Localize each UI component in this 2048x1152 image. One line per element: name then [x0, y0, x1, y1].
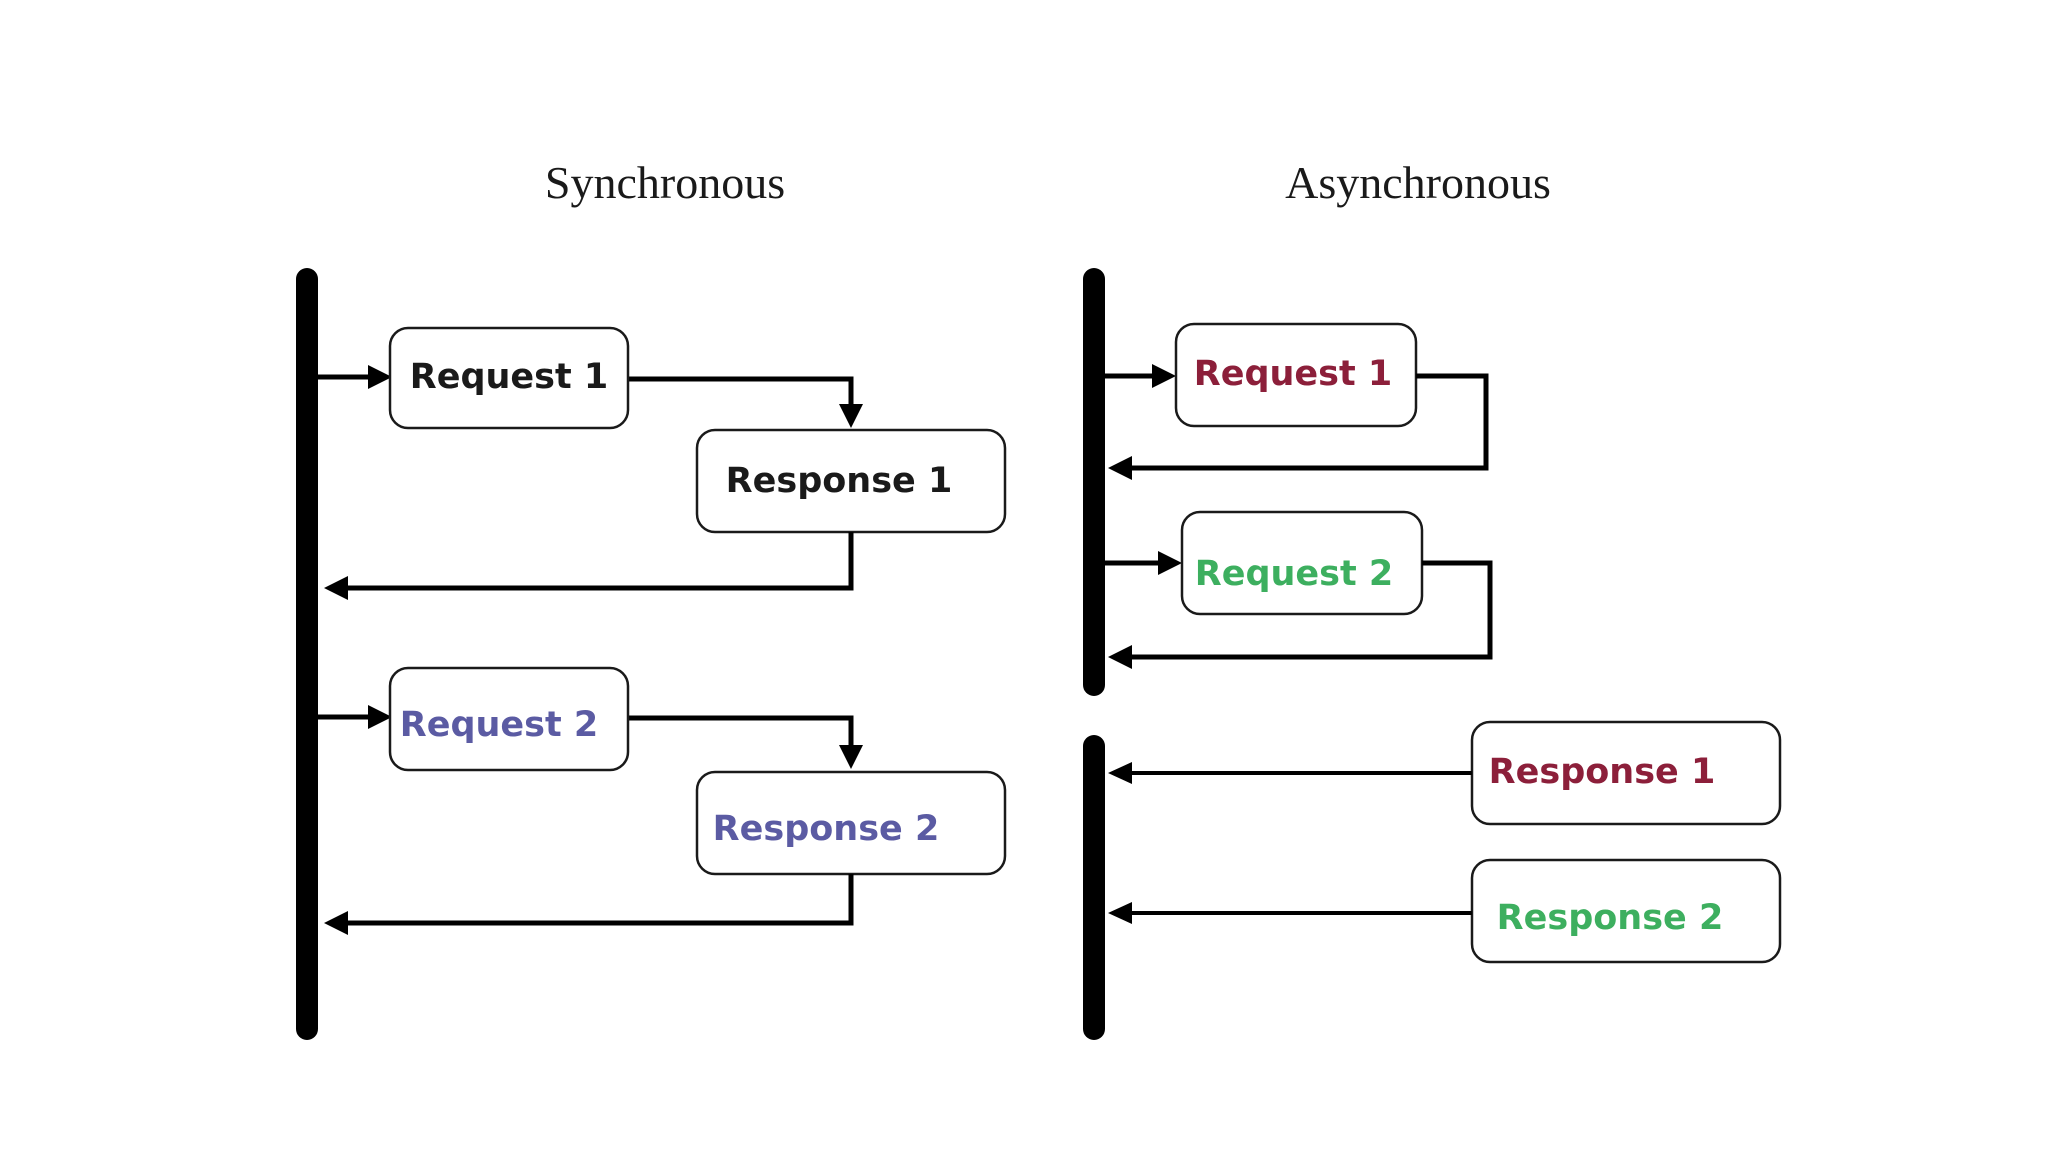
async-request-1-return-arrow [1108, 456, 1132, 480]
sync-request-1-in-arrow [368, 365, 392, 389]
sync-response-1-label: Response 1 [726, 461, 953, 501]
async-response-2-arrow [1108, 902, 1132, 924]
sync-request-2-in-arrow [368, 705, 392, 729]
async-request-2-in-arrow [1158, 551, 1182, 575]
sync-request-1-box [388, 326, 630, 430]
sync-response-2-return-line [348, 874, 854, 926]
async-lower-timeline-bar [1083, 735, 1105, 1040]
sync-request-2-label: Request 2 [400, 705, 599, 745]
sync-timeline-bar [296, 268, 318, 1040]
synchronous-title: Synchronous [545, 157, 785, 208]
async-response-1-arrow [1108, 762, 1132, 784]
async-request-1-return-line [1132, 373, 1489, 471]
sync-request-1-to-response-line [628, 376, 854, 404]
sync-response-1-return-line [348, 532, 854, 591]
sync-request-2-to-response-line [628, 715, 854, 745]
async-response-1-label: Response 1 [1489, 752, 1716, 792]
sync-request-1-to-response-arrow [839, 404, 863, 428]
sync-request-1-label: Request 1 [410, 357, 609, 397]
async-response-2-label: Response 2 [1497, 898, 1724, 938]
async-request-1-in-arrow [1152, 364, 1176, 388]
asynchronous-title: Asynchronous [1285, 157, 1551, 208]
sync-request-2-box [388, 666, 630, 772]
async-request-2-return-arrow [1108, 645, 1132, 669]
sync-response-2-return-arrow [324, 911, 348, 935]
async-request-2-label: Request 2 [1195, 554, 1394, 594]
async-request-1-label: Request 1 [1194, 354, 1393, 394]
async-request-2-return-line [1132, 560, 1493, 660]
sync-response-2-label: Response 2 [713, 809, 940, 849]
async-upper-timeline-bar [1083, 268, 1105, 696]
sync-request-2-to-response-arrow [839, 745, 863, 769]
sync-response-1-return-arrow [324, 576, 348, 600]
